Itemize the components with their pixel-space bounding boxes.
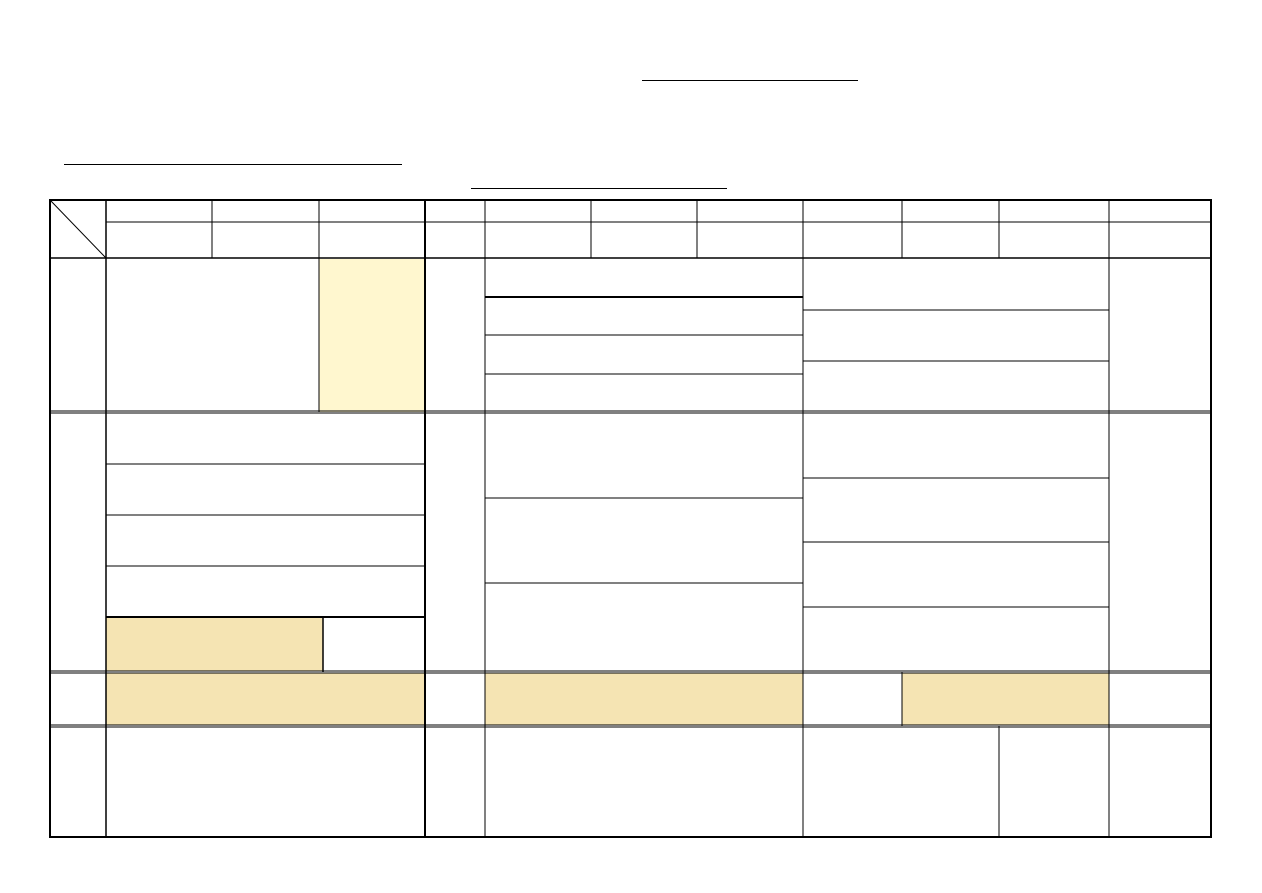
title-underline <box>642 80 858 81</box>
corner-diagonal <box>49 199 107 259</box>
highlight-cell-tan-2 <box>106 673 425 725</box>
highlight-cell-tan-3 <box>485 673 803 725</box>
center-subtitle-underline <box>471 188 727 189</box>
table-border <box>49 199 1212 838</box>
highlight-cell-tan-4 <box>902 673 1109 725</box>
highlight-cell-cream <box>319 259 425 412</box>
highlight-cell-tan-1 <box>106 618 323 671</box>
left-subtitle-underline <box>64 164 402 165</box>
